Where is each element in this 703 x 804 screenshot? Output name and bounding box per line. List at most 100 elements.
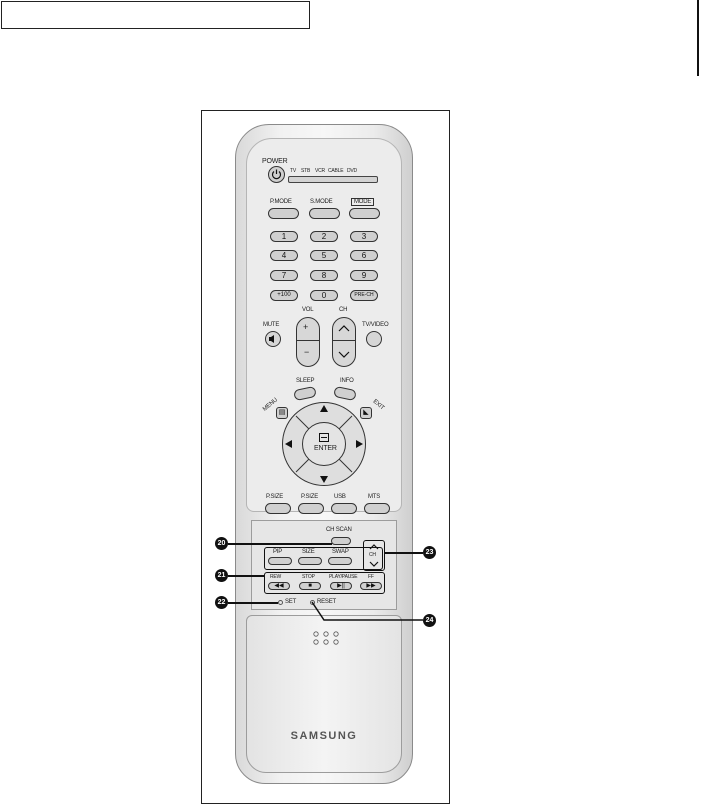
bottom-button-1[interactable]	[265, 503, 291, 514]
vol-down-icon: −	[304, 347, 310, 357]
mode-label-cable: CABLE	[328, 168, 344, 174]
ch-small-group-outline	[363, 540, 385, 571]
enter-icon	[319, 433, 329, 442]
power-button[interactable]	[268, 166, 285, 183]
info-label: INFO	[340, 378, 354, 384]
vol-rocker[interactable]	[296, 317, 320, 367]
tv-video-label: TV/VIDEO	[362, 322, 389, 328]
menu-button[interactable]: ▤	[276, 407, 288, 419]
digit-5-button[interactable]: 5	[310, 250, 338, 261]
vol-up-icon: +	[303, 322, 309, 332]
mode-selector-slider[interactable]	[288, 176, 378, 183]
bottom-button-2[interactable]	[298, 503, 324, 514]
psize-label-2: P.SIZE	[301, 494, 319, 500]
vol-label: VOL	[302, 307, 314, 313]
digit-4-button[interactable]: 4	[270, 250, 298, 261]
prech-button[interactable]: PRE-CH	[350, 290, 378, 301]
ch-scan-label: CH SCAN	[326, 527, 352, 533]
side-rule	[697, 0, 699, 76]
mode-label: MODE	[351, 198, 375, 206]
right-arrow-icon	[356, 440, 363, 448]
play-pause-label: PLAY/PAUSE	[329, 574, 358, 580]
pmode-label: P.MODE	[270, 199, 292, 205]
mode-label-dvd: DVD	[347, 168, 357, 174]
digit-6-button[interactable]: 6	[350, 250, 378, 261]
reset-label: RESET	[317, 599, 337, 605]
callout-24: 24	[423, 614, 436, 627]
ch-divider	[332, 340, 356, 342]
mute-button[interactable]	[265, 331, 281, 347]
reset-button[interactable]	[310, 600, 315, 605]
ch-down-icon	[338, 351, 350, 358]
remote-upper-panel	[246, 138, 402, 512]
smode-label: S.MODE	[310, 199, 333, 205]
digit-8-button[interactable]: 8	[310, 270, 338, 281]
usb-label: USB	[334, 494, 346, 500]
ch-label: CH	[339, 307, 348, 313]
mode-button[interactable]	[349, 208, 380, 219]
power-label: POWER	[262, 158, 288, 165]
smode-button[interactable]	[309, 208, 340, 219]
callout-21-leader	[228, 575, 265, 577]
pip-group-outline	[264, 547, 383, 570]
ch-scan-button[interactable]	[331, 537, 351, 545]
ch-small-up-icon[interactable]	[368, 543, 380, 551]
left-arrow-icon	[285, 440, 292, 448]
digit-2-button[interactable]: 2	[310, 231, 338, 242]
size-button[interactable]	[298, 557, 322, 565]
sleep-label: SLEEP	[296, 378, 315, 384]
psize-label-1: P.SIZE	[266, 494, 284, 500]
callout-24-leader	[311, 601, 423, 621]
callout-22-leader	[228, 602, 278, 604]
pip-button[interactable]	[268, 557, 292, 565]
callout-23-leader	[385, 552, 423, 554]
exit-button[interactable]: ◣	[360, 407, 372, 419]
callout-23: 23	[423, 546, 436, 559]
header-box	[1, 1, 310, 29]
plus100-button[interactable]: +100	[270, 290, 298, 301]
vol-divider	[296, 340, 320, 342]
mode-label-stb: STB	[301, 168, 311, 174]
enter-button[interactable]	[302, 422, 346, 466]
swap-button[interactable]	[328, 557, 352, 565]
ch-small-label: CH	[369, 552, 376, 558]
transport-group-outline	[264, 572, 385, 594]
callout-21: 21	[215, 569, 228, 582]
callout-20: 20	[215, 537, 228, 550]
pmode-button[interactable]	[268, 208, 299, 219]
digit-7-button[interactable]: 7	[270, 270, 298, 281]
down-arrow-icon	[320, 476, 328, 483]
digit-9-button[interactable]: 9	[350, 270, 378, 281]
swap-label: SWAP	[332, 549, 349, 555]
bottom-button-3[interactable]	[331, 503, 357, 514]
play-pause-button[interactable]: ▶||	[330, 582, 352, 590]
rew-button[interactable]: ◀◀	[268, 582, 290, 590]
ff-label: FF	[368, 574, 374, 580]
mode-label-vcr: VCR	[315, 168, 325, 174]
samsung-logo: SAMSUNG	[290, 730, 358, 742]
power-icon	[271, 169, 282, 180]
enter-label: ENTER	[314, 445, 337, 452]
bottom-button-4[interactable]	[364, 503, 390, 514]
mute-label: MUTE	[263, 322, 280, 328]
set-label: SET	[285, 599, 297, 605]
speaker-holes	[313, 631, 339, 645]
mute-icon	[269, 335, 274, 343]
pip-label: PIP	[273, 549, 283, 555]
ch-up-icon	[338, 325, 350, 332]
rew-label: REW	[270, 574, 282, 580]
size-label: SIZE	[302, 549, 315, 555]
ch-small-down-icon[interactable]	[368, 560, 380, 568]
tv-video-button[interactable]	[366, 331, 382, 347]
digit-1-button[interactable]: 1	[270, 231, 298, 242]
stop-button[interactable]: ■	[299, 582, 321, 590]
digit-0-button[interactable]: 0	[310, 290, 338, 301]
set-button[interactable]	[278, 600, 283, 605]
up-arrow-icon	[320, 405, 328, 412]
ff-button[interactable]: ▶▶	[360, 582, 382, 590]
callout-20-leader	[228, 543, 332, 545]
callout-22: 22	[215, 596, 228, 609]
digit-3-button[interactable]: 3	[350, 231, 378, 242]
stop-label: STOP	[302, 574, 315, 580]
mode-label-tv: TV	[290, 168, 296, 174]
